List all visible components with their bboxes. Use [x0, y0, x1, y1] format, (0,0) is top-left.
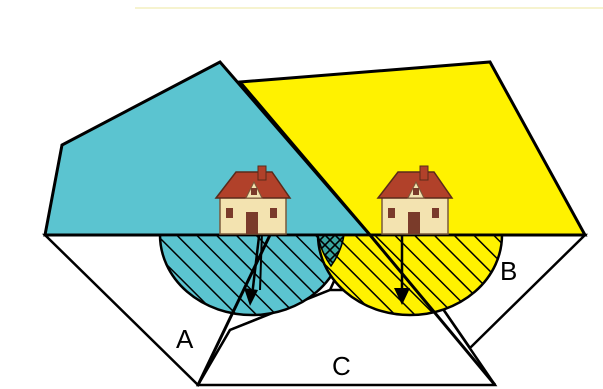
region-c-label: C — [332, 351, 351, 381]
region-b-label: B — [500, 256, 517, 286]
region-a-label: A — [176, 324, 194, 354]
